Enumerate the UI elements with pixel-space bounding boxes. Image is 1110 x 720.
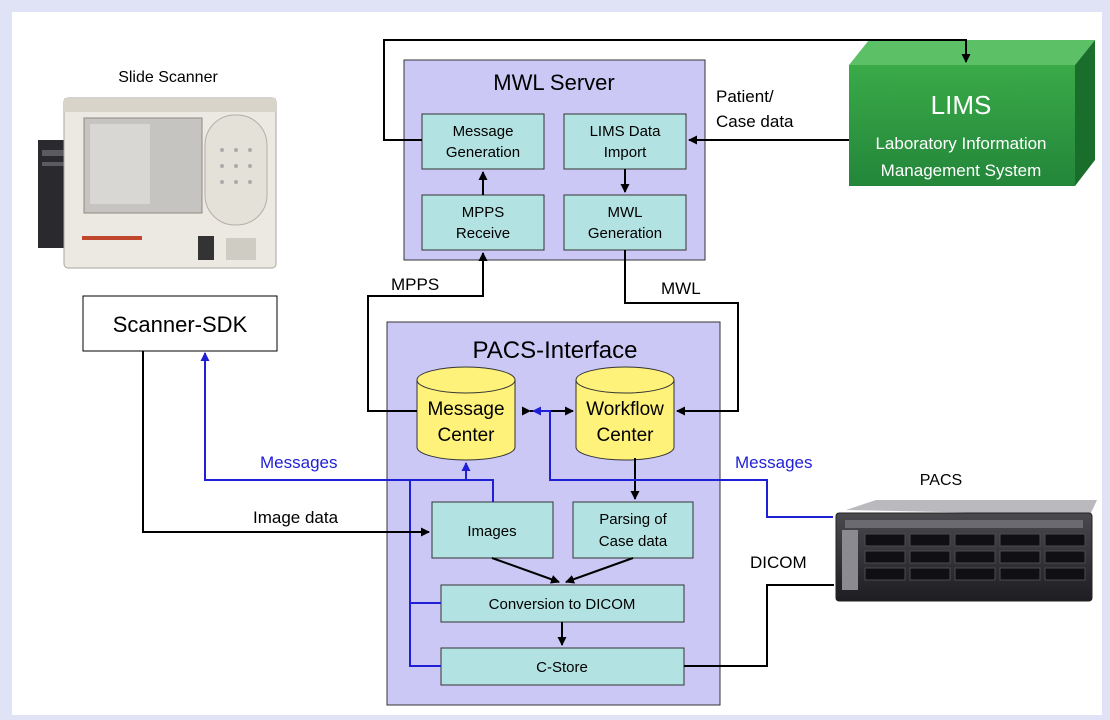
mwl-generation-line1: MWL	[608, 204, 643, 221]
pacs-messages-line	[532, 406, 833, 518]
parsing-box	[572, 501, 694, 559]
message-center-cylinder	[416, 366, 516, 461]
slide-scanner-label: Slide Scanner	[118, 69, 218, 86]
mwl-generation-box	[563, 194, 687, 251]
slide-scanner-image	[38, 97, 277, 269]
lims-title: LIMS	[931, 90, 992, 120]
mpps-receive-line1: MPPS	[462, 204, 505, 221]
parsing-line1: Parsing of	[599, 511, 667, 528]
mpps-receive-box	[421, 194, 545, 251]
top-band	[0, 0, 1110, 12]
c-store-box	[440, 647, 685, 686]
images-to-conversion-arrow	[491, 557, 560, 584]
mwl-generation-line2: Generation	[588, 225, 662, 242]
dicom-connector	[684, 584, 834, 667]
right-band	[1102, 0, 1110, 715]
scanner-sdk-label: Scanner-SDK	[113, 312, 248, 337]
conversion-label: Conversion to DICOM	[489, 596, 636, 613]
lims-subtitle-line2: Management System	[881, 161, 1042, 180]
lims-subtitle-line1: Laboratory Information	[875, 134, 1046, 153]
mpps-receive-line2: Receive	[456, 225, 510, 242]
scanner-sdk-box	[82, 295, 278, 352]
message-generation-box	[421, 113, 545, 170]
pacs-server-image	[835, 500, 1097, 602]
messages-label-left: Messages	[260, 453, 337, 472]
messages-to-sdk-line	[200, 352, 494, 502]
lims-data-import-line2: Import	[604, 144, 647, 161]
lims-data-import-line1: LIMS Data	[590, 123, 662, 140]
mwl-label: MWL	[661, 279, 701, 298]
conversion-box	[440, 584, 685, 623]
messages-label-right: Messages	[735, 453, 812, 472]
message-generation-line1: Message	[453, 123, 514, 140]
mpps-connector	[367, 252, 488, 412]
workflow-center-cylinder	[575, 366, 675, 461]
patient-case-data-label-line1: Patient/	[716, 87, 774, 106]
lims-box	[849, 40, 1095, 186]
workflow-center-line2: Center	[596, 425, 654, 446]
pacs-interface-title: PACS-Interface	[473, 337, 638, 364]
workflow-center-line1: Workflow	[586, 399, 664, 420]
left-band	[0, 0, 12, 715]
dicom-label: DICOM	[750, 553, 807, 572]
image-data-arrow	[142, 351, 430, 537]
c-store-messages-line	[409, 603, 441, 667]
mpps-label: MPPS	[391, 275, 439, 294]
image-data-label: Image data	[253, 508, 339, 527]
pacs-label: PACS	[920, 472, 962, 489]
c-store-label: C-Store	[536, 659, 588, 676]
mwl-connector	[624, 250, 739, 416]
message-generation-to-lims-arrow	[383, 39, 971, 141]
mwl-server-title: MWL Server	[493, 70, 614, 95]
message-center-line2: Center	[437, 425, 495, 446]
parsing-to-conversion-arrow	[565, 557, 634, 584]
message-center-line1: Message	[427, 399, 504, 420]
parsing-line2: Case data	[599, 533, 668, 550]
patient-case-data-label-line2: Case data	[716, 112, 794, 131]
message-generation-line2: Generation	[446, 144, 520, 161]
images-label: Images	[467, 523, 516, 540]
